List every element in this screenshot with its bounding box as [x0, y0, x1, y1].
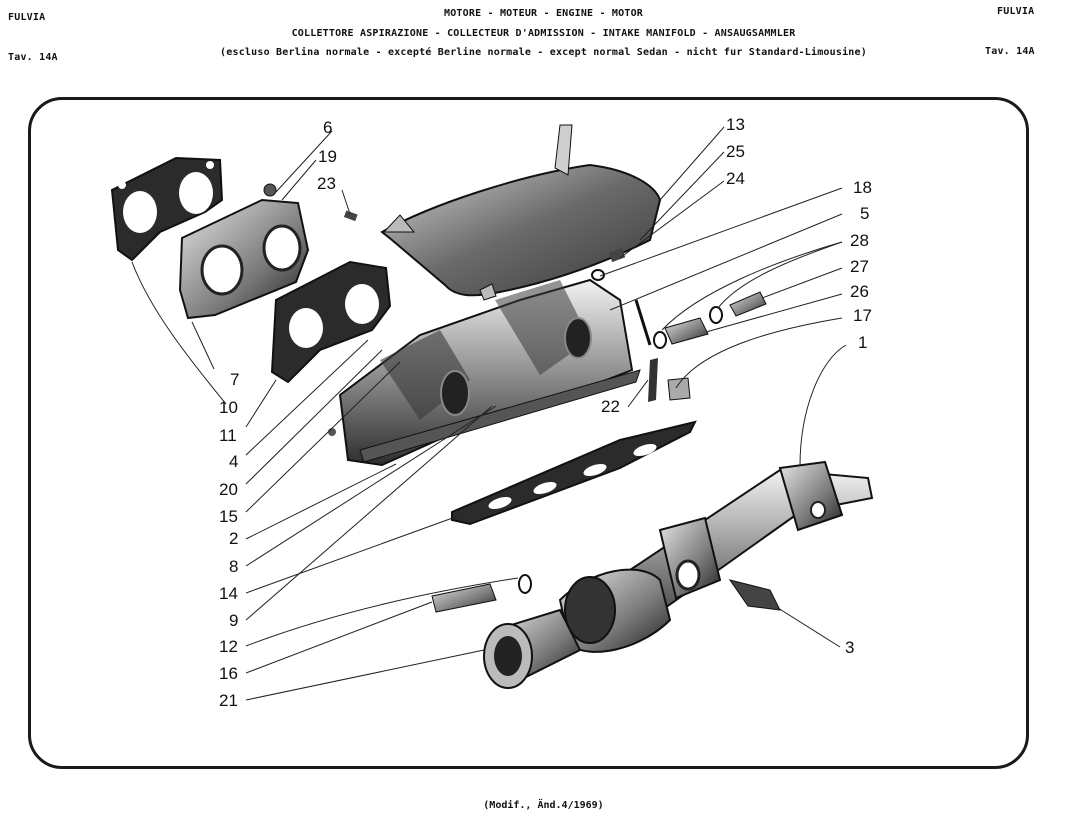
- part-label-22: 22: [601, 397, 620, 416]
- part-label-16: 16: [219, 664, 238, 683]
- intake-manifold-2-drawing: [328, 278, 641, 467]
- part-label-13: 13: [726, 115, 745, 134]
- part-label-14: 14: [219, 584, 238, 603]
- footer-note: (Modif., Änd.4/1969): [483, 800, 604, 811]
- part-label-25: 25: [726, 142, 745, 161]
- diagram-frame: [28, 97, 1029, 769]
- title-line-1: MOTORE - MOTEUR - ENGINE - MOTOR: [443, 8, 644, 19]
- part-label-28: 28: [850, 231, 869, 250]
- part-label-6: 6: [323, 118, 332, 137]
- gasket-10-drawing: [110, 156, 224, 262]
- part-label-19: 19: [318, 147, 337, 166]
- title-line-3: (escluso Berlina normale - excepté Berli…: [220, 47, 867, 58]
- title-line-2: COLLETTORE ASPIRAZIONE - COLLECTEUR D'AD…: [291, 28, 796, 39]
- part-label-5: 5: [860, 204, 869, 223]
- model-name-right: FULVIA: [997, 6, 1035, 17]
- part-label-9: 9: [229, 611, 238, 630]
- part-label-7: 7: [230, 370, 239, 389]
- part-label-26: 26: [850, 282, 869, 301]
- part-label-11: 11: [219, 426, 237, 445]
- part-label-17: 17: [853, 306, 872, 325]
- part-label-24: 24: [726, 169, 745, 188]
- part-label-8: 8: [229, 557, 238, 576]
- heat-shield-13-drawing: [380, 124, 662, 301]
- part-label-18: 18: [853, 178, 872, 197]
- part-label-27: 27: [850, 257, 869, 276]
- part-label-23: 23: [317, 174, 336, 193]
- table-number-left: Tav. 14A: [8, 52, 58, 63]
- part-label-21: 21: [219, 691, 238, 710]
- gasket-14-drawing: [451, 420, 697, 526]
- part-label-12: 12: [219, 637, 238, 656]
- part-label-4: 4: [229, 452, 238, 471]
- part-label-3: 3: [845, 638, 854, 657]
- model-name-left: FULVIA: [8, 12, 46, 23]
- gasket-11-drawing: [270, 260, 392, 384]
- part-label-15: 15: [219, 507, 238, 526]
- part-label-10: 10: [219, 398, 238, 417]
- water-pipe-1-drawing: [558, 460, 874, 653]
- part-label-2: 2: [229, 529, 238, 548]
- part-label-1: 1: [858, 333, 867, 352]
- flange-7-drawing: [178, 183, 358, 320]
- pipe-end-21-drawing: [431, 574, 582, 689]
- part-number-labels: 6 19 23 13 25 24 18 5 28 27 26 17 1 22 7…: [219, 115, 872, 710]
- table-number-right: Tav. 14A: [985, 46, 1035, 57]
- fittings-drawing: [591, 247, 767, 402]
- leader-lines: [131, 126, 847, 701]
- part-label-20: 20: [219, 480, 238, 499]
